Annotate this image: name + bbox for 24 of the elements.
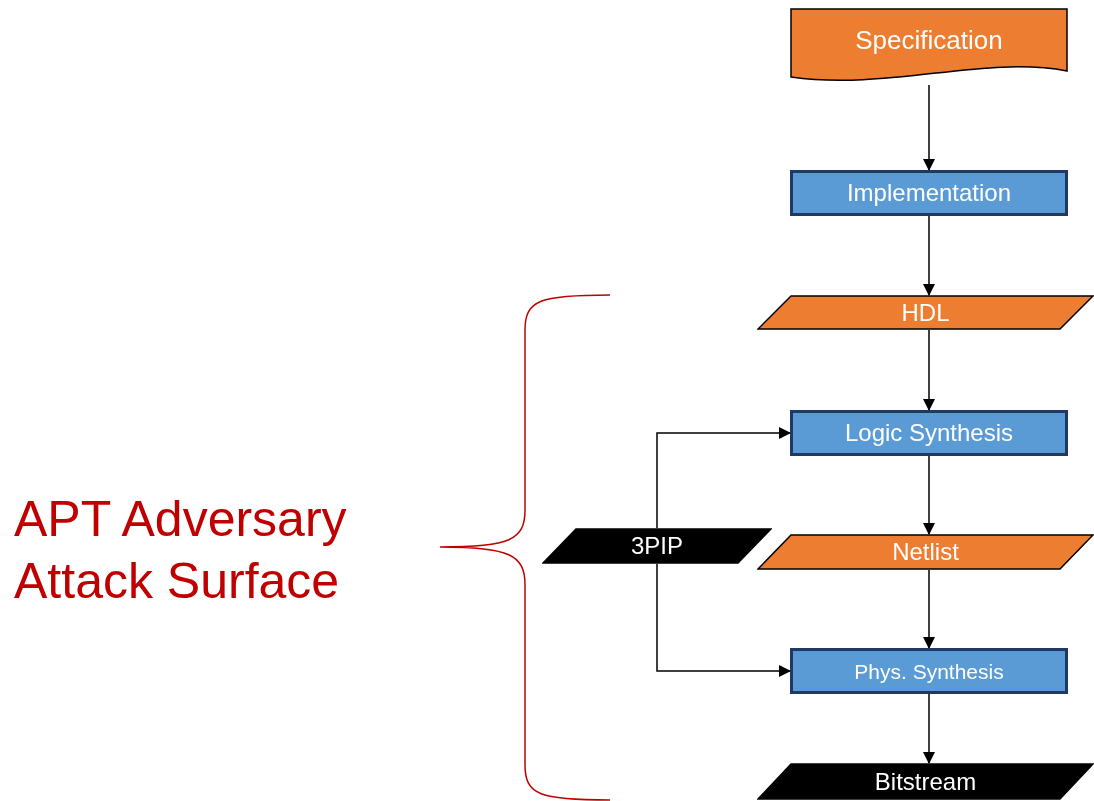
arrow — [923, 569, 935, 649]
process-box — [790, 648, 1068, 694]
node-label: HDL — [901, 300, 950, 325]
arrow — [923, 215, 935, 296]
data-parallelogram — [757, 763, 1094, 800]
arrow — [923, 455, 935, 535]
node-label: 3PIP — [631, 534, 683, 558]
node-label: Implementation — [846, 181, 1012, 205]
node-label: Phys. Synthesis — [854, 660, 1004, 682]
arrow — [656, 563, 791, 677]
data-parallelogram — [757, 295, 1094, 330]
node-label: Netlist — [892, 540, 959, 564]
annotation-text: APT Adversary Attack Surface — [14, 490, 348, 611]
arrow — [923, 84, 935, 171]
data-parallelogram — [757, 534, 1094, 570]
node-label: Specification — [855, 26, 1003, 53]
process-box — [790, 170, 1068, 216]
arrow — [923, 693, 935, 764]
arrow — [656, 427, 791, 529]
arrow — [923, 329, 935, 411]
node-label: Logic Synthesis — [844, 421, 1014, 445]
data-parallelogram — [542, 528, 772, 564]
process-box — [790, 410, 1068, 456]
node-label: Bitstream — [874, 769, 977, 794]
